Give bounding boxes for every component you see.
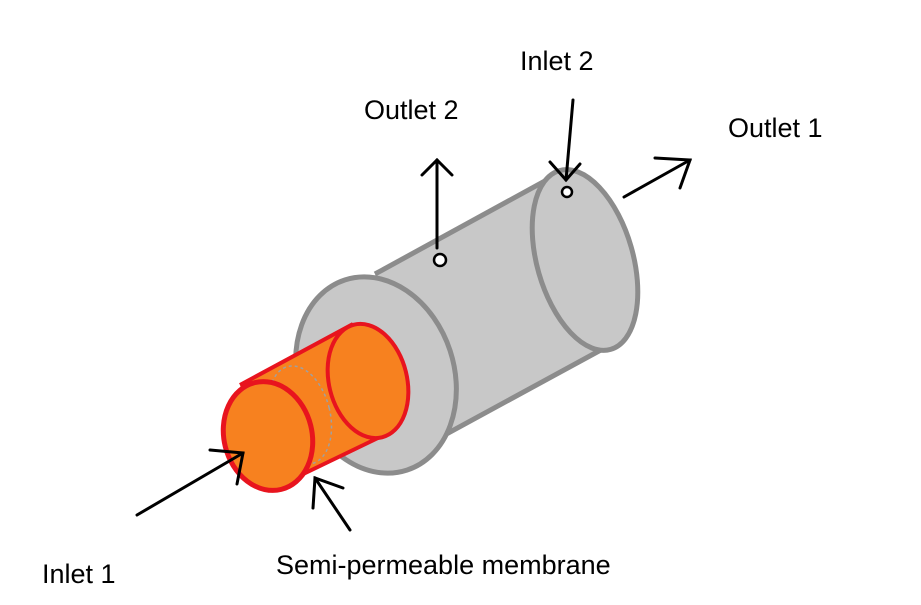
inlet-2-label: Inlet 2 <box>520 46 594 76</box>
inlet-2-arrow <box>548 98 582 183</box>
inlet-2-port <box>560 185 574 199</box>
inlet-1-label: Inlet 1 <box>42 559 116 589</box>
outlet-2-label: Outlet 2 <box>364 95 459 125</box>
outlet-1-label: Outlet 1 <box>728 113 823 143</box>
outlet-2-arrow <box>420 157 454 250</box>
membrane-pointer-arrow <box>311 475 352 532</box>
tube-near-end <box>220 379 316 493</box>
inlet-1-arrow <box>135 448 245 517</box>
outlet-2-port <box>432 252 448 268</box>
membrane-tube <box>220 321 411 493</box>
tube-far-end <box>325 321 411 441</box>
membrane-label: Semi-permeable membrane <box>276 550 611 580</box>
outlet-1-arrow <box>622 156 693 199</box>
